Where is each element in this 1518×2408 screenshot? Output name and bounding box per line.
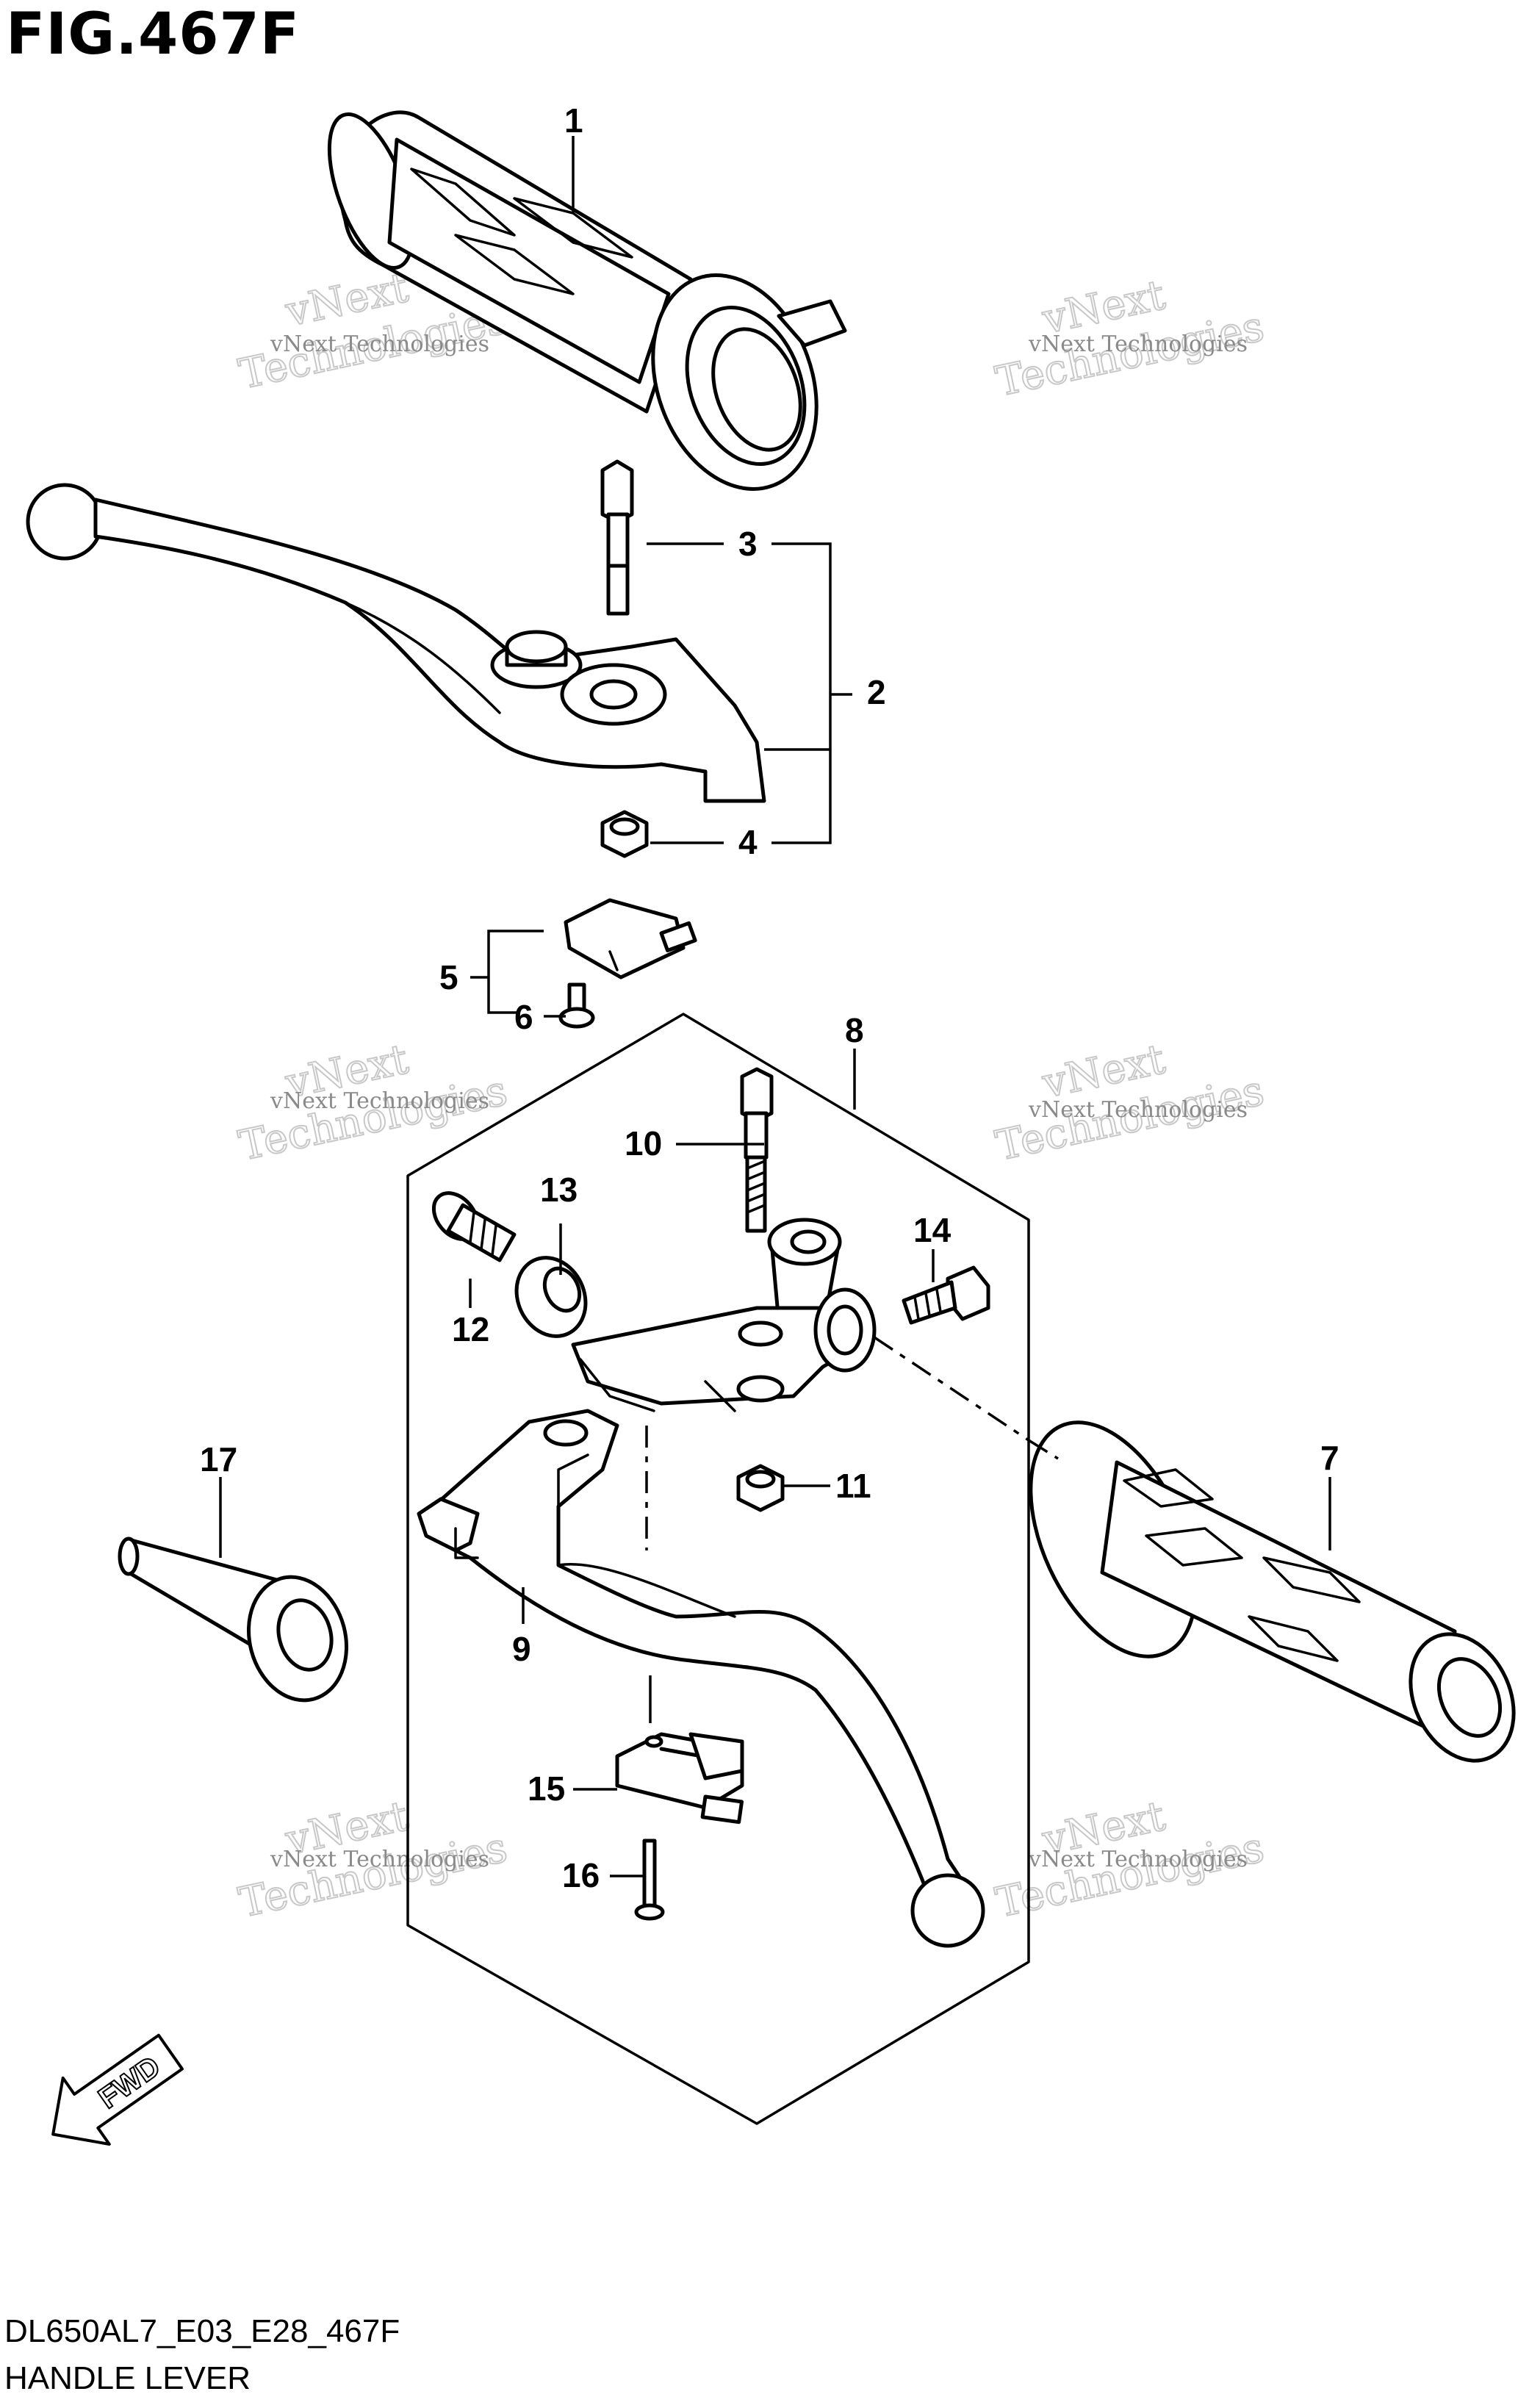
watermark-top-right: vNext Technologies [991,270,1269,407]
watermark-text: vNext Technologies [1028,1847,1248,1872]
watermark-text: vNext Technologies [270,1088,489,1114]
callout-3: 3 [738,525,758,563]
adjuster-screw [431,1191,517,1262]
callout-11: 11 [835,1467,871,1505]
bar-end-cap [118,1537,349,1703]
watermark-text: vNext Technologies [270,331,489,357]
lever-nut [600,810,649,858]
model-code: DL650AL7_E03_E28_467F [4,2313,400,2349]
callout-7: 7 [1320,1439,1339,1477]
watermark-text: vNext Technologies [270,1847,489,1872]
callout-15: 15 [528,1769,565,1808]
switch-screw [558,982,595,1029]
callout-16: 16 [562,1856,600,1894]
callout-12: 12 [452,1310,489,1348]
callout-4: 4 [738,823,758,861]
callout-2: 2 [867,673,886,711]
callout-5: 5 [439,958,458,996]
section-title: HANDLE LEVER [4,2360,251,2396]
clutch-switch [615,1732,744,1825]
callout-1: 1 [564,101,583,140]
holder-nut [736,1464,785,1512]
watermark-text: vNext Technologies [1028,1097,1248,1123]
clutch-lever-kit-boundary [406,1013,1030,2125]
watermark-mid-right: vNext Technologies [991,1035,1269,1171]
holder-bolt [902,1265,990,1325]
callout-labels: 1 2 3 4 5 6 7 8 9 10 11 12 13 14 15 16 1… [200,101,1339,1894]
throttle-grip [327,110,847,491]
callout-6: 6 [514,998,533,1036]
callout-14: 14 [913,1211,952,1249]
brake-switch [564,898,697,980]
fwd-arrow: FWD [51,2033,184,2146]
clutch-switch-screw [634,1839,665,1921]
clutch-lever-holder [571,1218,877,1412]
left-grip [1029,1420,1516,1763]
callout-17: 17 [200,1440,237,1478]
callout-9: 9 [512,1630,531,1668]
callout-10: 10 [625,1124,662,1162]
figure-title: FIG.467F [6,1,301,68]
brake-lever [26,483,766,803]
watermark-text: vNext Technologies [1028,331,1248,357]
callout-13: 13 [540,1171,578,1209]
callout-8: 8 [845,1011,864,1049]
clutch-lever [417,1409,985,1948]
axis-line [874,1336,1059,1460]
clutch-pivot-bolt [740,1067,774,1233]
pivot-bolt [600,459,634,616]
leader-lines [219,136,1331,1877]
adjuster-spring [514,1256,588,1338]
